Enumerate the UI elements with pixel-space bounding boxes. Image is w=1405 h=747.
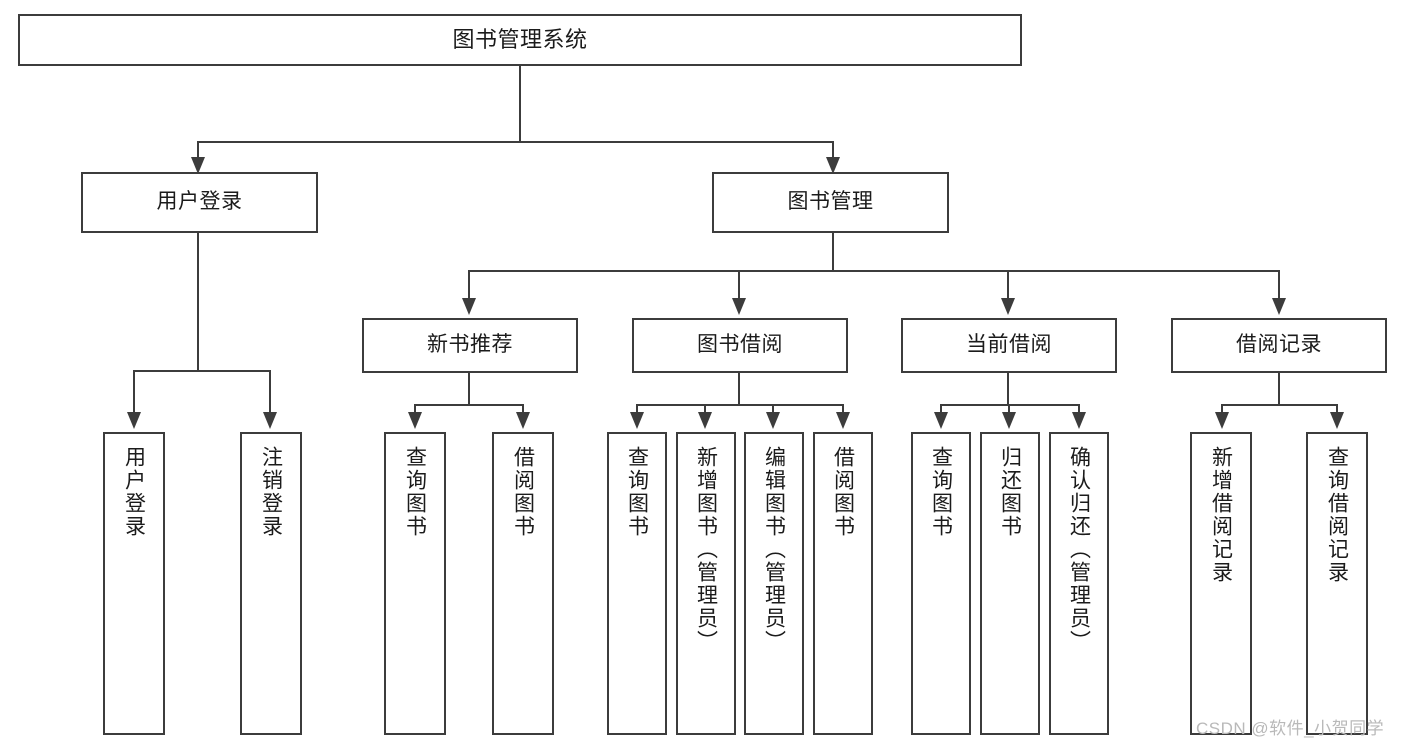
connector-user-login-bar — [133, 370, 271, 372]
arrow-to-leaf-return-book — [1002, 412, 1016, 429]
node-current-borrow[interactable]: 当前借阅 — [901, 318, 1117, 373]
node-leaf-query-book-borrow-label: 查询图书 — [625, 446, 649, 538]
connector-current-borrow-stem — [1007, 373, 1009, 406]
node-leaf-edit-book[interactable]: 编辑图书（管理员） — [744, 432, 804, 735]
node-leaf-borrow-book-rec[interactable]: 借阅图书 — [492, 432, 554, 735]
arrow-to-leaf-query-book-borrow — [630, 412, 644, 429]
node-root[interactable]: 图书管理系统 — [18, 14, 1022, 66]
node-leaf-query-book-cur-label: 查询图书 — [929, 446, 953, 538]
connector-current-borrow-drop-2 — [1008, 404, 1010, 418]
node-user-login[interactable]: 用户登录 — [81, 172, 318, 233]
connector-to-new-book-rec — [468, 270, 470, 304]
node-leaf-borrow-book-label: 借阅图书 — [831, 446, 855, 538]
node-leaf-query-book-cur[interactable]: 查询图书 — [911, 432, 971, 735]
node-leaf-borrow-book-rec-label: 借阅图书 — [511, 446, 535, 538]
node-leaf-add-book-label: 新增图书（管理员） — [694, 446, 718, 653]
arrow-to-book-borrow — [732, 298, 746, 315]
connector-new-book-rec-bar — [414, 404, 524, 406]
arrow-to-leaf-query-book-rec — [408, 412, 422, 429]
connector-book-borrow-drop-1 — [636, 404, 638, 418]
node-leaf-edit-book-label: 编辑图书（管理员） — [762, 446, 786, 653]
arrow-root-to-user-login — [191, 157, 205, 174]
node-root-label: 图书管理系统 — [452, 27, 588, 53]
connector-book-borrow-drop-3 — [772, 404, 774, 418]
node-user-login-label: 用户登录 — [156, 190, 243, 214]
arrow-root-to-book-manage — [826, 157, 840, 174]
node-book-manage[interactable]: 图书管理 — [712, 172, 949, 233]
connector-book-borrow-stem — [738, 373, 740, 406]
arrow-to-borrow-record — [1272, 298, 1286, 315]
connector-user-login-stem — [197, 233, 199, 372]
arrow-to-leaf-query-book-cur — [934, 412, 948, 429]
arrow-to-leaf-confirm-return — [1072, 412, 1086, 429]
connector-root-stem — [519, 65, 521, 143]
connector-root-to-user-login — [197, 141, 199, 163]
arrow-to-leaf-borrow-book-rec — [516, 412, 530, 429]
connector-root-to-book-manage — [832, 141, 834, 163]
connector-new-book-rec-drop-2 — [522, 404, 524, 418]
node-leaf-user-login[interactable]: 用户登录 — [103, 432, 165, 735]
node-leaf-user-login-label: 用户登录 — [122, 446, 146, 538]
node-leaf-return-book[interactable]: 归还图书 — [980, 432, 1040, 735]
connector-user-login-right-drop — [269, 370, 271, 418]
connector-book-manage-bar — [468, 270, 1280, 272]
connector-borrow-record-bar — [1221, 404, 1338, 406]
arrow-to-leaf-query-record — [1330, 412, 1344, 429]
arrow-to-new-book-rec — [462, 298, 476, 315]
node-borrow-record-label: 借阅记录 — [1236, 333, 1322, 357]
node-leaf-query-book-rec-label: 查询图书 — [403, 446, 427, 538]
connector-user-login-left-drop — [133, 370, 135, 418]
connector-book-borrow-drop-2 — [704, 404, 706, 418]
node-book-borrow[interactable]: 图书借阅 — [632, 318, 848, 373]
arrow-to-leaf-add-record — [1215, 412, 1229, 429]
node-leaf-query-record[interactable]: 查询借阅记录 — [1306, 432, 1368, 735]
node-leaf-borrow-book[interactable]: 借阅图书 — [813, 432, 873, 735]
arrow-to-leaf-user-login — [127, 412, 141, 429]
node-book-borrow-label: 图书借阅 — [697, 333, 783, 357]
connector-to-current-borrow — [1007, 270, 1009, 304]
node-borrow-record[interactable]: 借阅记录 — [1171, 318, 1387, 373]
connector-borrow-record-stem — [1278, 373, 1280, 406]
connector-book-manage-stem — [832, 233, 834, 272]
node-current-borrow-label: 当前借阅 — [966, 333, 1052, 357]
node-leaf-confirm-return-label: 确认归还（管理员） — [1067, 446, 1091, 653]
connector-book-borrow-drop-4 — [842, 404, 844, 418]
connector-current-borrow-drop-3 — [1078, 404, 1080, 418]
arrow-to-leaf-edit-book — [766, 412, 780, 429]
connector-new-book-rec-drop-1 — [414, 404, 416, 418]
connector-borrow-record-drop-1 — [1221, 404, 1223, 418]
connector-to-borrow-record — [1278, 270, 1280, 304]
connector-root-bar — [197, 141, 834, 143]
watermark-text: CSDN @软件_小贺同学 — [1196, 719, 1385, 738]
arrow-to-leaf-logout — [263, 412, 277, 429]
arrow-to-leaf-borrow-book — [836, 412, 850, 429]
arrow-to-leaf-add-book — [698, 412, 712, 429]
node-leaf-logout[interactable]: 注销登录 — [240, 432, 302, 735]
connector-current-borrow-drop-1 — [940, 404, 942, 418]
connector-to-book-borrow — [738, 270, 740, 304]
connector-book-borrow-bar — [636, 404, 844, 406]
node-leaf-add-book[interactable]: 新增图书（管理员） — [676, 432, 736, 735]
connector-new-book-rec-stem — [468, 373, 470, 406]
connector-current-borrow-bar — [940, 404, 1080, 406]
node-new-book-rec[interactable]: 新书推荐 — [362, 318, 578, 373]
node-leaf-add-record[interactable]: 新增借阅记录 — [1190, 432, 1252, 735]
connector-borrow-record-drop-2 — [1336, 404, 1338, 418]
arrow-to-current-borrow — [1001, 298, 1015, 315]
node-leaf-logout-label: 注销登录 — [259, 446, 283, 538]
node-new-book-rec-label: 新书推荐 — [427, 333, 513, 357]
node-book-manage-label: 图书管理 — [787, 190, 874, 214]
node-leaf-query-record-label: 查询借阅记录 — [1325, 446, 1349, 584]
node-leaf-return-book-label: 归还图书 — [998, 446, 1022, 538]
node-leaf-add-record-label: 新增借阅记录 — [1209, 446, 1233, 584]
node-leaf-query-book-borrow[interactable]: 查询图书 — [607, 432, 667, 735]
node-leaf-query-book-rec[interactable]: 查询图书 — [384, 432, 446, 735]
node-leaf-confirm-return[interactable]: 确认归还（管理员） — [1049, 432, 1109, 735]
